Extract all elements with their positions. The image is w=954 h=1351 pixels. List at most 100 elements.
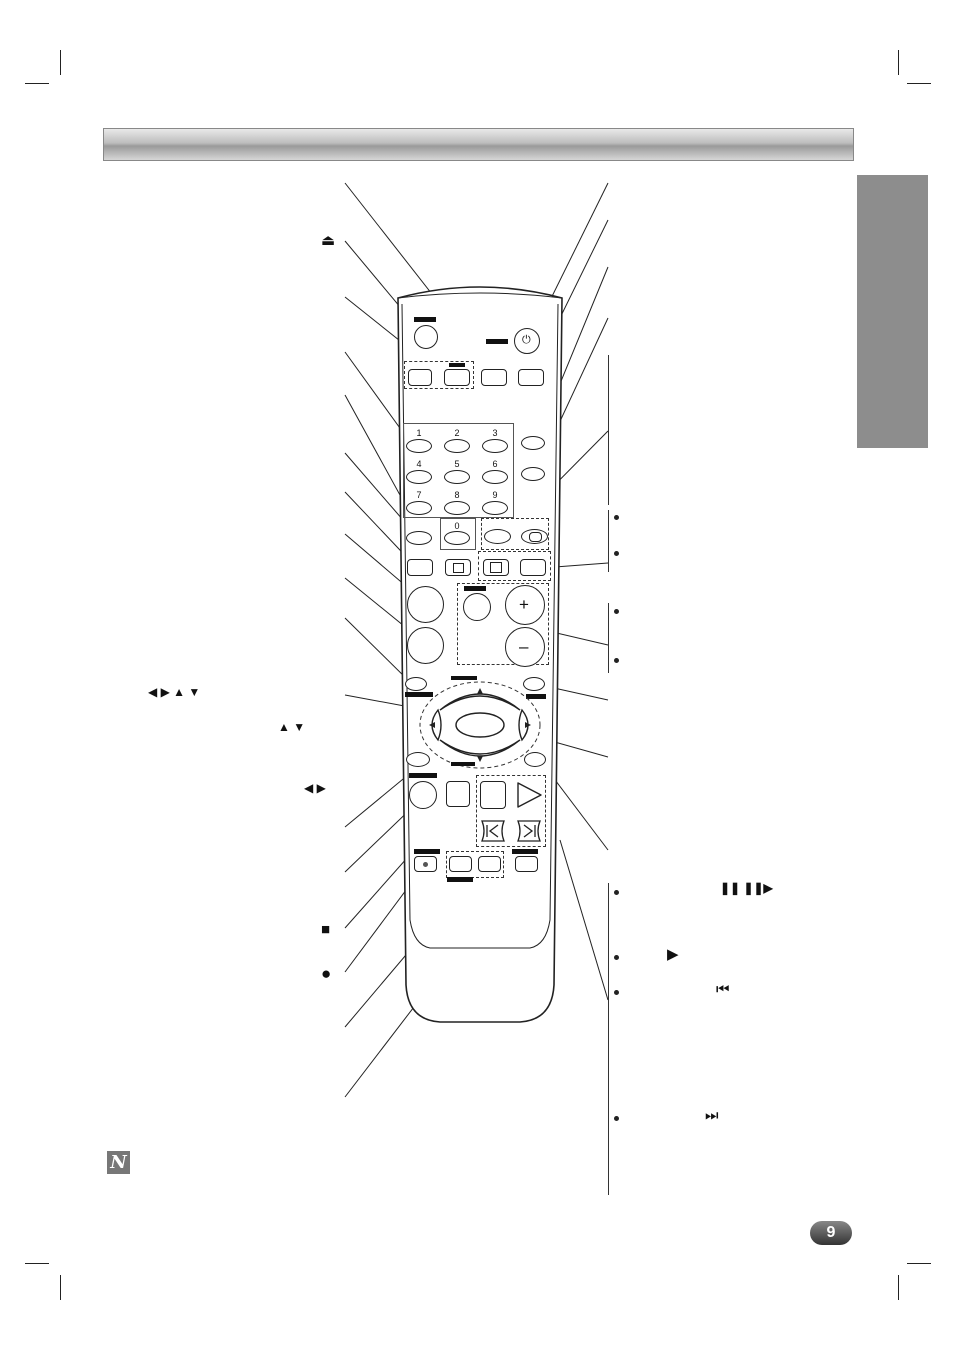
crop-mark (907, 83, 931, 84)
display-group (478, 551, 551, 581)
pause-button[interactable] (480, 781, 506, 809)
digit-label: 5 (454, 459, 460, 469)
repeat-button[interactable] (406, 752, 430, 767)
digit-button-5[interactable] (444, 470, 470, 484)
display-icon (490, 562, 502, 573)
power-icon: ⏻ (522, 334, 531, 346)
digit-label: 8 (454, 490, 460, 500)
bullet (614, 551, 619, 556)
digit-button-8[interactable] (444, 501, 470, 515)
clear-repeat-button[interactable] (524, 752, 546, 767)
mode-button-1[interactable] (408, 369, 432, 386)
skip-forward-button[interactable] (516, 819, 542, 843)
bullet (614, 990, 619, 995)
bullet (614, 609, 619, 614)
page-number-badge: 9 (810, 1221, 852, 1245)
digit-button-0[interactable] (444, 531, 470, 545)
arrows-updown-icon: ▲ ▼ (278, 720, 306, 734)
side-button-1[interactable] (521, 436, 545, 450)
digit-button-2[interactable] (444, 439, 470, 453)
record-icon: ● (321, 964, 332, 983)
setup-button[interactable] (405, 677, 427, 691)
bullet (614, 955, 619, 960)
side-button-2[interactable] (521, 467, 545, 481)
skip-back-button[interactable] (480, 819, 506, 843)
program-button[interactable] (407, 559, 433, 576)
display-button[interactable] (483, 559, 509, 576)
marker-group (446, 851, 504, 878)
transport-group (476, 775, 546, 847)
record-dot (423, 862, 428, 867)
return-button[interactable] (523, 677, 545, 691)
title-button[interactable] (407, 627, 444, 664)
volume-down-button[interactable] (505, 627, 545, 667)
pause-step-icon: ❚❚ ❚❚▶ (720, 881, 773, 895)
digit-button-1[interactable] (406, 439, 432, 453)
digit-button-3[interactable] (482, 439, 508, 453)
function-button-b[interactable] (518, 369, 544, 386)
eject-icon: ⏏ (321, 232, 336, 249)
mode-button-2[interactable] (444, 369, 470, 386)
digit-button-7[interactable] (406, 501, 432, 515)
label-block (464, 586, 486, 591)
label-block (405, 692, 433, 697)
search-button[interactable] (478, 856, 501, 872)
digit-label: 1 (416, 428, 422, 438)
crop-mark (60, 50, 61, 75)
digit-label: 2 (454, 428, 460, 438)
function-button-a[interactable] (481, 369, 507, 386)
label-block (449, 363, 465, 367)
bullet (614, 1116, 619, 1121)
bracket-line (608, 603, 609, 673)
label-block (451, 762, 475, 766)
power-button[interactable] (514, 328, 540, 354)
menu-button[interactable] (407, 586, 444, 623)
digit-button-9[interactable] (482, 501, 508, 515)
digit-label: 0 (454, 521, 460, 531)
bullet (614, 515, 619, 520)
random-button[interactable] (515, 856, 538, 872)
volume-group (457, 583, 549, 665)
zoom-button[interactable] (520, 559, 546, 576)
play-icon: ▶ (667, 946, 679, 963)
audio-button[interactable] (484, 529, 511, 544)
digit-button-6[interactable] (482, 470, 508, 484)
bracket-line (608, 355, 609, 505)
label-block (451, 676, 477, 680)
header-bar (103, 128, 854, 161)
angle-icon (453, 563, 464, 573)
arrows-leftright-icon: ◀ ▶ (304, 781, 326, 795)
volume-up-label: + (519, 595, 529, 614)
digit-label: 9 (492, 490, 498, 500)
zero-key-frame (440, 518, 476, 550)
label-block (414, 849, 440, 854)
mute-button[interactable] (463, 593, 491, 621)
stop-button[interactable] (446, 781, 470, 807)
open-close-button[interactable] (414, 325, 438, 349)
side-tab (857, 175, 928, 448)
angle-button[interactable] (445, 559, 471, 576)
volume-up-button[interactable] (505, 585, 545, 625)
nav-pad[interactable] (418, 680, 542, 770)
scan-button[interactable] (409, 781, 437, 809)
audio-subtitle-group (481, 518, 549, 550)
number-pad (403, 423, 514, 518)
digit-button-4[interactable] (406, 470, 432, 484)
label-block (526, 694, 546, 699)
digit-label: 4 (416, 459, 422, 469)
bracket-line (608, 510, 609, 572)
bracket-line (608, 883, 609, 1195)
page-number: 9 (826, 1224, 836, 1241)
mode-button-group (404, 361, 474, 389)
crop-mark (907, 1263, 931, 1264)
label-block (486, 339, 508, 344)
crop-mark (25, 1263, 49, 1264)
crop-mark (60, 1275, 61, 1300)
volume-down-label: – (519, 637, 529, 656)
crop-mark (898, 1275, 899, 1300)
marker-button[interactable] (449, 856, 472, 872)
play-button[interactable] (515, 781, 543, 809)
stop-icon: ■ (321, 921, 331, 938)
clear-button[interactable] (406, 531, 432, 545)
digit-label: 3 (492, 428, 498, 438)
